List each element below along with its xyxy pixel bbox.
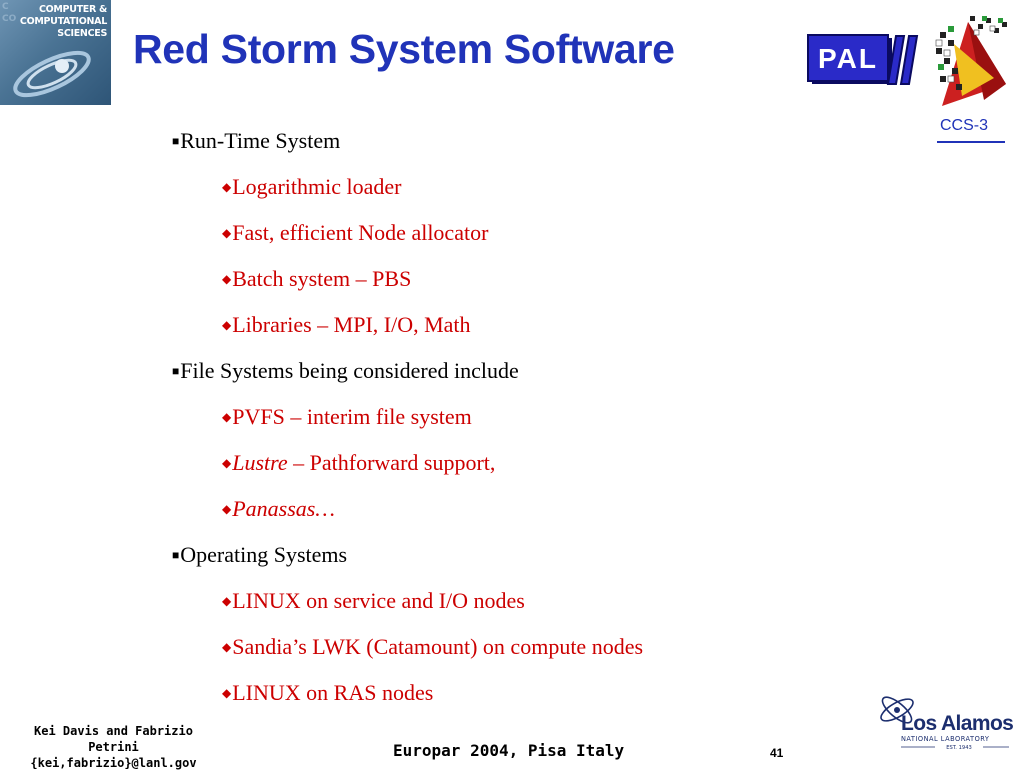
list-item: ◆PVFS – interim file system — [222, 404, 472, 429]
lab-logo-line2: NATIONAL LABORATORY — [901, 735, 990, 743]
slide-title: Red Storm System Software — [133, 26, 675, 72]
list-item: ◆Panassas… — [222, 496, 335, 521]
list-item: ◆LINUX on service and I/O nodes — [222, 588, 525, 613]
list-item: ◆Sandia’s LWK (Catamount) on compute nod… — [222, 634, 644, 659]
logo-line-2: COMPUTATIONAL — [19, 16, 107, 27]
list-item: ◆Logarithmic loader — [222, 174, 402, 199]
diamond-bullet-icon: ◆ — [222, 456, 232, 470]
logo-ghost-text: C — [2, 2, 9, 12]
list-item: ◆Fast, efficient Node allocator — [222, 220, 489, 245]
list-item: ◆Libraries – MPI, I/O, Math — [222, 312, 471, 337]
logo-line-3: SCIENCES — [57, 28, 107, 39]
section-heading-runtime: ■Run-Time System — [172, 128, 341, 153]
author-names: Kei Davis and Fabrizio Petrini — [34, 724, 193, 754]
diamond-bullet-icon: ◆ — [222, 594, 232, 608]
pal-logo: PAL — [806, 34, 924, 92]
diamond-bullet-icon: ◆ — [222, 180, 232, 194]
footer-venue: Europar 2004, Pisa Italy — [393, 741, 625, 760]
atom-icon — [880, 696, 914, 724]
diamond-bullet-icon: ◆ — [222, 272, 232, 286]
section-heading-os: ■Operating Systems — [172, 542, 348, 567]
diamond-bullet-icon: ◆ — [222, 226, 232, 240]
lab-logo-line3: EST. 1943 — [946, 745, 972, 751]
square-bullet-icon: ■ — [172, 364, 180, 378]
header-divider — [937, 141, 1005, 143]
diamond-bullet-icon: ◆ — [222, 686, 232, 700]
list-item: ◆LINUX on RAS nodes — [222, 680, 434, 705]
los-alamos-logo: Los Alamos NATIONAL LABORATORY EST. 1943 — [875, 686, 1015, 760]
section-heading-filesystems: ■File Systems being considered include — [172, 358, 519, 383]
swirl-icon — [13, 50, 91, 98]
author-email: {kei,fabrizio}@lanl.gov — [30, 756, 197, 770]
logo-ghost-text: CO — [2, 14, 17, 24]
diamond-bullet-icon: ◆ — [222, 502, 232, 516]
diamond-bullet-icon: ◆ — [222, 410, 232, 424]
pal-logo-text: PAL — [818, 43, 878, 74]
page-number: 41 — [770, 746, 784, 760]
lab-logo-line1: Los Alamos — [901, 712, 1013, 735]
diamond-bullet-icon: ◆ — [222, 640, 232, 654]
footer-authors: Kei Davis and Fabrizio Petrini {kei,fabr… — [6, 723, 221, 771]
ccs-logo: C CO COMPUTER & COMPUTATIONAL SCIENCES — [0, 0, 111, 105]
logo-line-1: COMPUTER & — [38, 4, 107, 15]
lanl-triangle-logo — [934, 14, 1010, 118]
lustre-name: Lustre — [232, 450, 288, 475]
list-item: ◆Lustre – Pathforward support, — [222, 450, 496, 475]
group-label: CCS-3 — [940, 117, 989, 134]
square-bullet-icon: ■ — [172, 548, 180, 562]
list-item: ◆Batch system – PBS — [222, 266, 412, 291]
square-bullet-icon: ■ — [172, 134, 180, 148]
diamond-bullet-icon: ◆ — [222, 318, 232, 332]
